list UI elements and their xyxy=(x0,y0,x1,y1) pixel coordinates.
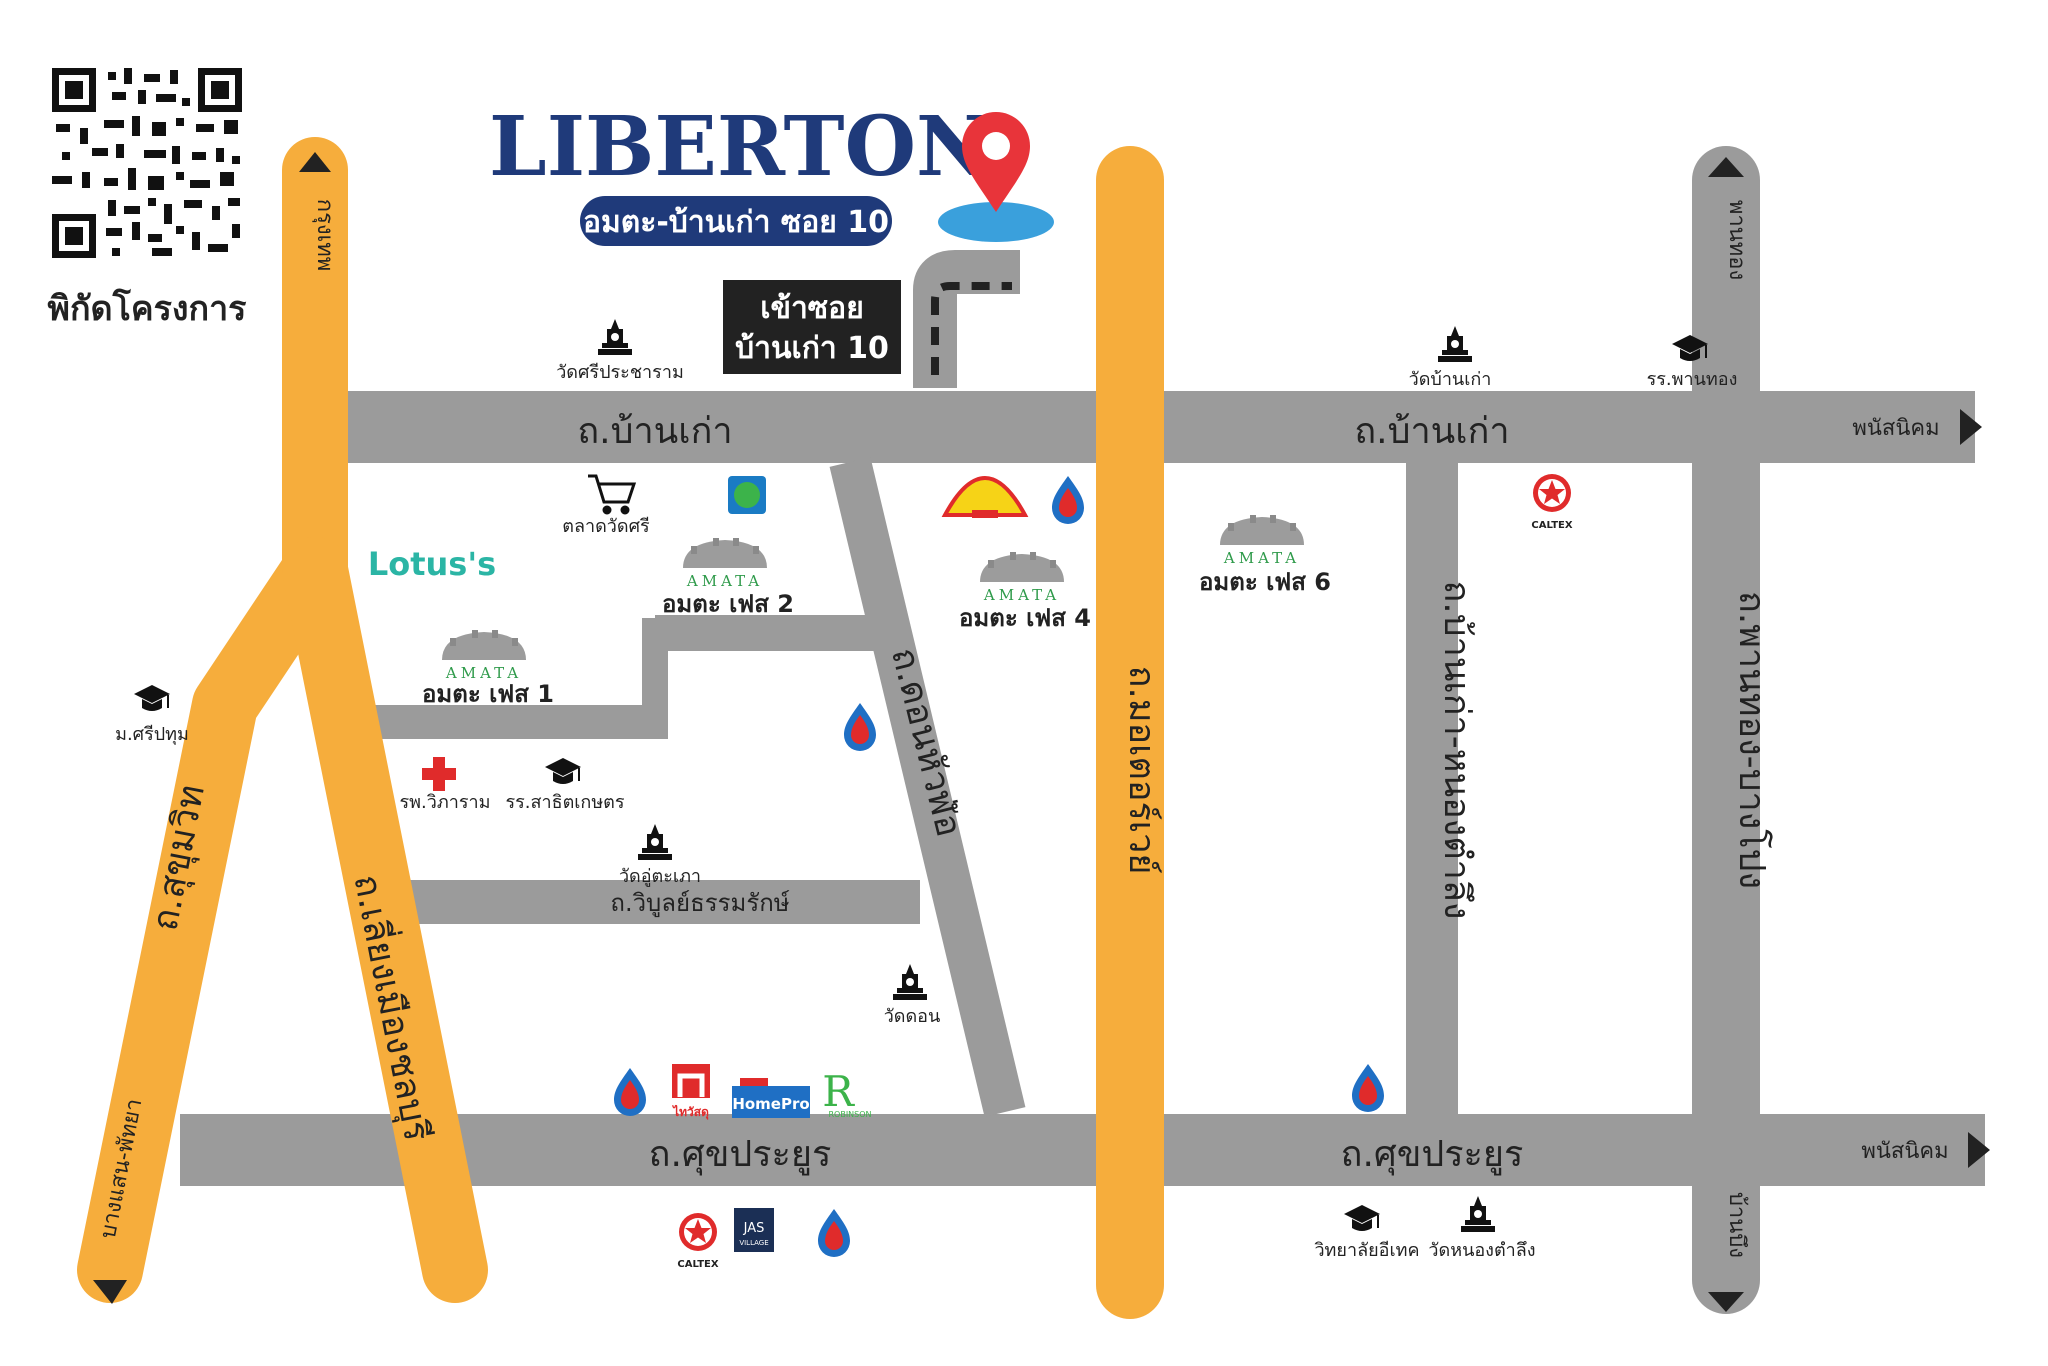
qr-label: พิกัดโครงการ xyxy=(48,288,248,329)
dir-phan-thong: พานทอง xyxy=(1724,200,1749,280)
svg-text:R: R xyxy=(822,1067,855,1116)
poi-msripatum: ม.ศรีปทุม xyxy=(115,724,189,745)
shopping-cart-icon xyxy=(588,474,637,515)
entrance-label: เข้าซอย บ้านเก่า 10 xyxy=(723,280,901,374)
arrow-right-phanat-top xyxy=(1960,409,1982,445)
brand-subtitle: อมตะ-บ้านเก่า ซอย 10 xyxy=(583,205,889,240)
amata-logo-text: AMATA xyxy=(1223,549,1300,567)
poi-homepro: HomePro xyxy=(732,1095,809,1113)
poi-jas: JAS xyxy=(743,1221,765,1236)
ptt-drop-icon xyxy=(844,703,876,751)
amata-phase-4: อมตะ เฟส 4 xyxy=(959,604,1091,632)
poi-thai-watsadu: ไทวัสดุ xyxy=(671,1104,709,1120)
shell-icon xyxy=(941,475,1029,518)
ptt-drop-icon xyxy=(614,1068,646,1116)
dir-phanat-bottom: พนัสนิคม xyxy=(1861,1139,1948,1164)
temple-icon xyxy=(1438,326,1472,362)
amata-logo-text: AMATA xyxy=(983,586,1060,604)
ptt-drop-icon xyxy=(818,1209,850,1257)
caltex-star-icon xyxy=(1533,474,1571,512)
arrow-up-bangkok xyxy=(299,152,331,172)
thai-watsadu-logo: ไทวัสดุ xyxy=(671,1064,710,1120)
poi-lotus: Lotus's xyxy=(368,545,496,583)
amata-logo-icon xyxy=(683,538,767,568)
arrow-down-bangsaen xyxy=(93,1280,127,1304)
amata-phase-6: อมตะ เฟส 6 xyxy=(1199,568,1331,596)
brand-subtitle-badge: อมตะ-บ้านเก่า ซอย 10 xyxy=(580,196,892,246)
amata-phase-2: อมตะ เฟส 2 xyxy=(662,590,794,618)
grad-cap-icon xyxy=(133,684,171,712)
arrow-right-phanat-bottom xyxy=(1968,1132,1990,1168)
brand-name: LIBERTON xyxy=(489,99,991,195)
arrow-up-phan-thong xyxy=(1708,157,1744,177)
soi-10-branch xyxy=(913,250,1020,388)
ptt-drop-icon xyxy=(1052,476,1084,524)
poi-wat-nong-tamlueng: วัดหนองตำลึง xyxy=(1428,1240,1535,1261)
road-don-hua-lo xyxy=(829,457,1026,1117)
grad-cap-icon xyxy=(544,757,582,785)
poi-robinson: ROBINSON xyxy=(828,1110,871,1119)
poi-school-sathit: รร.สาธิตเกษตร xyxy=(505,792,624,813)
poi-caltex-bottom: CALTEX xyxy=(677,1259,718,1270)
poi-wat-sri-pracharam: วัดศรีประชาราม xyxy=(556,362,684,383)
hospital-cross-icon xyxy=(422,757,456,791)
jas-village-logo: JAS VILLAGE xyxy=(734,1208,774,1252)
poi-caltex-top: CALTEX xyxy=(1531,520,1572,531)
label-ban-kao-right: ถ.บ้านเก่า xyxy=(1354,411,1509,452)
robinson-logo: R ROBINSON xyxy=(822,1067,871,1119)
amata-logo-text: AMATA xyxy=(445,664,522,682)
grad-cap-icon xyxy=(1343,1204,1381,1232)
location-pin-icon xyxy=(938,112,1054,242)
temple-icon xyxy=(598,319,632,355)
label-sukprayoon-left: ถ.ศุขประยูร xyxy=(649,1134,832,1176)
poi-wat-ban-kao: วัดบ้านเก่า xyxy=(1409,369,1492,390)
dir-ban-bueng: บ้านบึง xyxy=(1724,1192,1749,1258)
poi-hospital: รพ.วิภาราม xyxy=(400,792,491,813)
poi-school-phan-thong: รร.พานทอง xyxy=(1647,369,1738,390)
orange-roads xyxy=(77,137,1164,1319)
amata-phase-1: อมตะ เฟส 1 xyxy=(422,680,554,708)
temple-icon xyxy=(1461,1196,1495,1232)
homepro-logo: HomePro xyxy=(732,1078,810,1118)
amata-logo-text: AMATA xyxy=(686,572,763,590)
poi-talad-wat-sri: ตลาดวัดศรี xyxy=(562,516,650,537)
amata-logo-icon xyxy=(442,630,526,660)
road-liang-mueang-chonburi xyxy=(282,537,488,1303)
poi-college: วิทยาลัยอีเทค xyxy=(1314,1240,1419,1261)
qr-code[interactable] xyxy=(52,68,242,258)
label-wiboon: ถ.วิบูลย์ธรรมรักษ์ xyxy=(610,889,790,918)
entrance-line1: เข้าซอย xyxy=(760,291,864,326)
label-motorway: ถ.มอเตอร์เวย์ xyxy=(1121,666,1162,875)
ptt-drop-icon xyxy=(1352,1064,1384,1112)
label-phan-thong-bang-pong: ถ.พานทอง-บางโปง xyxy=(1731,591,1773,889)
amata-logo-icon xyxy=(1220,515,1304,545)
amata-logo-icon xyxy=(980,552,1064,582)
temple-icon xyxy=(893,964,927,1000)
dir-bangkok: กรุงเทพ xyxy=(312,199,337,271)
label-ban-kao-nong-tamlueng: ถ.บ้านเก่า-หนองตำลึง xyxy=(1436,581,1477,920)
road-sukhumvit xyxy=(77,137,348,1303)
poi-jas-sub: VILLAGE xyxy=(739,1239,768,1247)
bangchak-icon xyxy=(728,476,766,514)
caltex-star-icon xyxy=(679,1213,717,1251)
arrow-down-ban-bueng xyxy=(1708,1292,1744,1312)
label-sukprayoon-right: ถ.ศุขประยูร xyxy=(1341,1134,1524,1176)
poi-wat-don: วัดดอน xyxy=(884,1006,941,1027)
poi-wat-u-taphao: วัดอู่ตะเภา xyxy=(619,866,701,887)
label-ban-kao-left: ถ.บ้านเก่า xyxy=(577,411,732,452)
temple-icon xyxy=(638,824,672,860)
direction-arrows xyxy=(93,152,1990,1312)
entrance-line2: บ้านเก่า 10 xyxy=(735,331,889,366)
dir-phanat-top: พนัสนิคม xyxy=(1852,416,1939,441)
